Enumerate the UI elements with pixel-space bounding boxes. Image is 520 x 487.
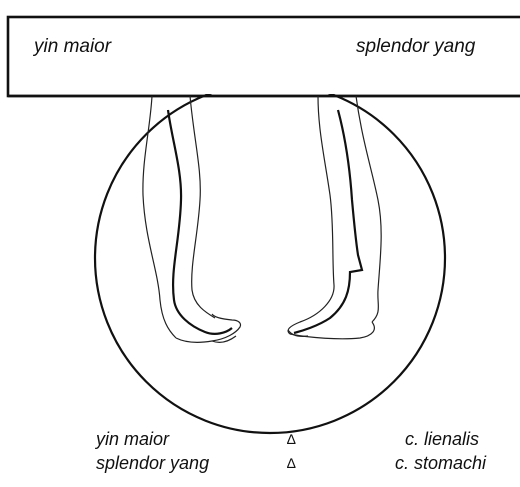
legend-name: splendor yang bbox=[96, 452, 209, 474]
header-right-label: splendor yang bbox=[356, 36, 475, 58]
left-meridian-line bbox=[168, 110, 232, 334]
legend-name: yin maior bbox=[96, 428, 169, 450]
legend-channel: c. lienalis bbox=[405, 428, 479, 450]
header-left-label: yin maior bbox=[34, 36, 111, 58]
triangle-marker-icon: ∆ bbox=[287, 428, 296, 450]
right-meridian-line bbox=[294, 110, 362, 333]
legend-row: yin maior ∆ c. lienalis bbox=[0, 428, 520, 454]
right-leg bbox=[288, 96, 381, 339]
triangle-marker-icon: ∆ bbox=[287, 452, 296, 474]
left-leg bbox=[143, 96, 241, 342]
legend-channel: c. stomachi bbox=[395, 452, 486, 474]
legend-row: splendor yang ∆ c. stomachi bbox=[0, 452, 520, 478]
